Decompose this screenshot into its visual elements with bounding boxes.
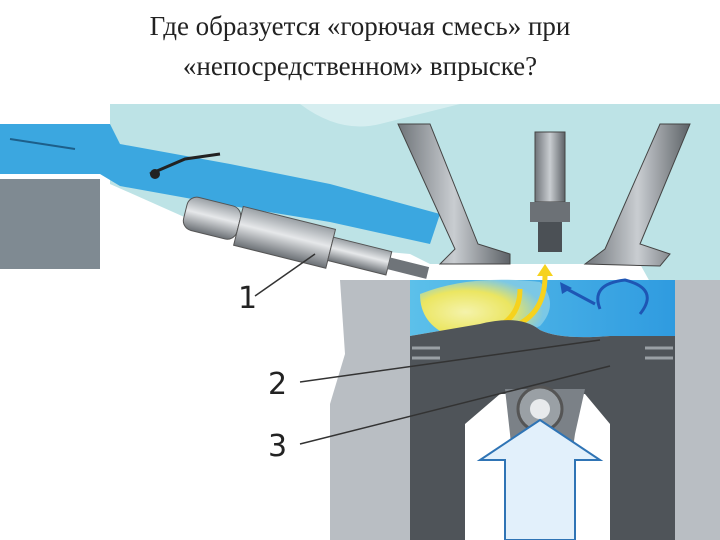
fuel-injector <box>182 196 430 279</box>
intake-port <box>0 124 440 244</box>
head-top-curve <box>300 104 460 127</box>
label-piston: 3 <box>268 429 287 464</box>
callout-line-3 <box>299 365 611 445</box>
throttle-pivot <box>150 169 160 179</box>
label-injector: 1 <box>238 281 257 316</box>
piston-pin-hole <box>530 399 550 419</box>
exhaust-valve <box>583 123 691 267</box>
direct-injection-diagram: 1 2 3 <box>0 104 720 540</box>
cylinder-block-left <box>330 280 410 540</box>
intake-flange-edge <box>9 138 76 150</box>
piston <box>410 320 675 540</box>
spark-plug <box>530 131 570 252</box>
slide-title: Где образуется «горючая смесь» при «непо… <box>0 6 720 86</box>
throttle-lever <box>149 152 221 176</box>
intake-flange <box>0 179 100 269</box>
swirl-arrow-blue-1 <box>596 278 649 315</box>
cylinder-block-right <box>675 280 720 540</box>
cylinder-head <box>110 104 720 282</box>
intake-valve <box>397 123 511 265</box>
callout-line-2 <box>299 339 601 383</box>
piston-rings <box>412 346 673 360</box>
title-line-1: Где образуется «горючая смесь» при <box>149 11 571 41</box>
compression-arrow <box>476 418 604 540</box>
swirl-arrowhead-blue <box>560 282 572 294</box>
label-combustion-chamber: 2 <box>268 367 287 402</box>
callout-line-1 <box>254 253 316 297</box>
title-line-2: «непосредственном» впрыске? <box>182 51 538 81</box>
swirl-arrowhead-yellow <box>537 264 553 276</box>
